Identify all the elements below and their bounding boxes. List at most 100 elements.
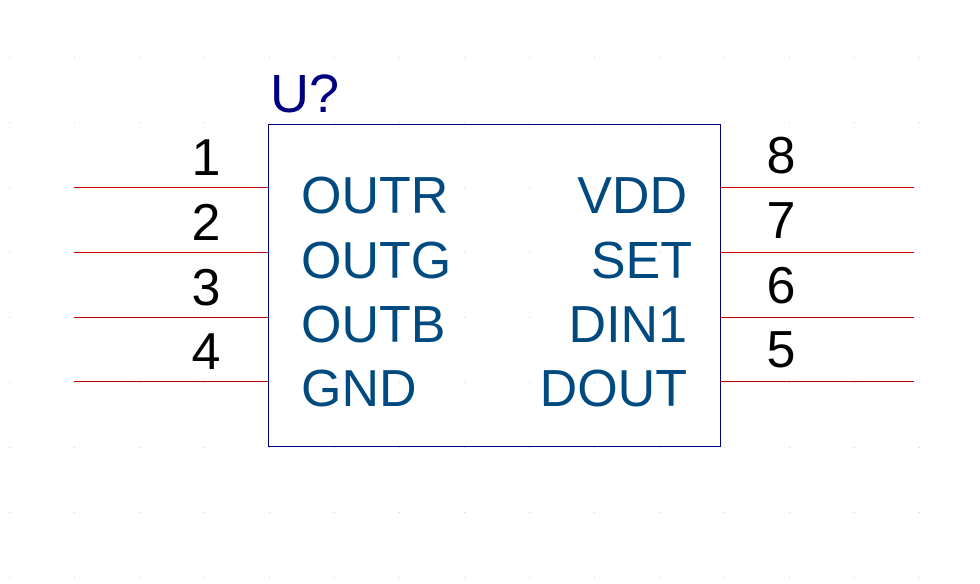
grid-dot xyxy=(464,187,465,188)
pin-7-name: SET xyxy=(590,232,692,290)
pin-6-name: DIN1 xyxy=(568,296,687,354)
grid-dot xyxy=(854,122,855,123)
pin-2-line[interactable] xyxy=(74,252,268,253)
grid-dot xyxy=(659,187,660,188)
grid-dot xyxy=(334,577,335,578)
grid-dot xyxy=(919,187,920,188)
grid-dot xyxy=(854,512,855,513)
grid-dot xyxy=(399,512,400,513)
grid-dot xyxy=(919,317,920,318)
grid-dot xyxy=(399,57,400,58)
grid-dot xyxy=(854,577,855,578)
pin-3-number: 3 xyxy=(191,259,221,317)
grid-dot xyxy=(659,512,660,513)
pin-4-number: 4 xyxy=(191,323,221,381)
grid-dot xyxy=(594,122,595,123)
pin-5-name: DOUT xyxy=(539,360,687,418)
pin-8-line[interactable] xyxy=(720,187,914,188)
pin-6-number: 6 xyxy=(766,257,796,315)
pin-4-name: GND xyxy=(301,360,417,418)
grid-dot xyxy=(464,447,465,448)
pin-4-line[interactable] xyxy=(74,381,268,382)
pin-1-line[interactable] xyxy=(74,187,268,188)
grid-dot xyxy=(269,122,270,123)
grid-dot xyxy=(919,577,920,578)
grid-dot xyxy=(334,252,335,253)
grid-dot xyxy=(789,447,790,448)
grid-dot xyxy=(529,447,530,448)
grid-dot xyxy=(399,187,400,188)
grid-dot xyxy=(9,252,10,253)
grid-dot xyxy=(854,382,855,383)
grid-dot xyxy=(659,252,660,253)
grid-dot xyxy=(789,57,790,58)
grid-dot xyxy=(334,382,335,383)
grid-dot xyxy=(529,122,530,123)
grid-dot xyxy=(724,57,725,58)
grid-dot xyxy=(204,577,205,578)
grid-dot xyxy=(854,447,855,448)
grid-dot xyxy=(74,57,75,58)
grid-dot xyxy=(464,122,465,123)
grid-dot xyxy=(74,447,75,448)
pin-1-number: 1 xyxy=(191,129,221,187)
grid-dot xyxy=(269,447,270,448)
grid-dot xyxy=(74,512,75,513)
grid-dot xyxy=(204,512,205,513)
grid-dot xyxy=(464,57,465,58)
grid-dot xyxy=(9,447,10,448)
grid-dot xyxy=(594,187,595,188)
grid-dot xyxy=(399,447,400,448)
grid-dot xyxy=(9,57,10,58)
pin-7-number: 7 xyxy=(766,192,796,250)
grid-dot xyxy=(594,382,595,383)
grid-dot xyxy=(9,317,10,318)
grid-dot xyxy=(9,187,10,188)
pin-3-name: OUTB xyxy=(301,296,446,354)
grid-dot xyxy=(919,122,920,123)
grid-dot xyxy=(269,577,270,578)
grid-dot xyxy=(269,317,270,318)
grid-dot xyxy=(724,447,725,448)
grid-dot xyxy=(659,577,660,578)
grid-dot xyxy=(724,577,725,578)
grid-dot xyxy=(334,187,335,188)
grid-dot xyxy=(529,577,530,578)
grid-dot xyxy=(334,447,335,448)
grid-dot xyxy=(919,512,920,513)
pin-5-number: 5 xyxy=(766,321,796,379)
grid-dot xyxy=(139,577,140,578)
grid-dot xyxy=(74,577,75,578)
grid-dot xyxy=(659,317,660,318)
pin-5-line[interactable] xyxy=(720,381,914,382)
component-body[interactable] xyxy=(268,124,721,447)
pin-2-name: OUTG xyxy=(301,232,452,290)
grid-dot xyxy=(659,57,660,58)
grid-dot xyxy=(464,252,465,253)
grid-dot xyxy=(724,512,725,513)
grid-dot xyxy=(204,57,205,58)
grid-dot xyxy=(74,382,75,383)
grid-dot xyxy=(399,252,400,253)
grid-dot xyxy=(9,122,10,123)
grid-dot xyxy=(9,577,10,578)
grid-dot xyxy=(204,382,205,383)
grid-dot xyxy=(919,447,920,448)
component-reference[interactable]: U? xyxy=(270,64,340,124)
grid-dot xyxy=(269,57,270,58)
grid-dot xyxy=(334,317,335,318)
grid-dot xyxy=(529,512,530,513)
pin-7-line[interactable] xyxy=(720,252,914,253)
grid-dot xyxy=(9,382,10,383)
grid-dot xyxy=(139,512,140,513)
pin-6-line[interactable] xyxy=(720,317,914,318)
grid-dot xyxy=(399,577,400,578)
grid-dot xyxy=(529,317,530,318)
pin-3-line[interactable] xyxy=(74,317,268,318)
grid-dot xyxy=(399,122,400,123)
grid-dot xyxy=(269,382,270,383)
grid-dot xyxy=(659,122,660,123)
grid-dot xyxy=(659,447,660,448)
grid-dot xyxy=(789,122,790,123)
grid-dot xyxy=(529,382,530,383)
